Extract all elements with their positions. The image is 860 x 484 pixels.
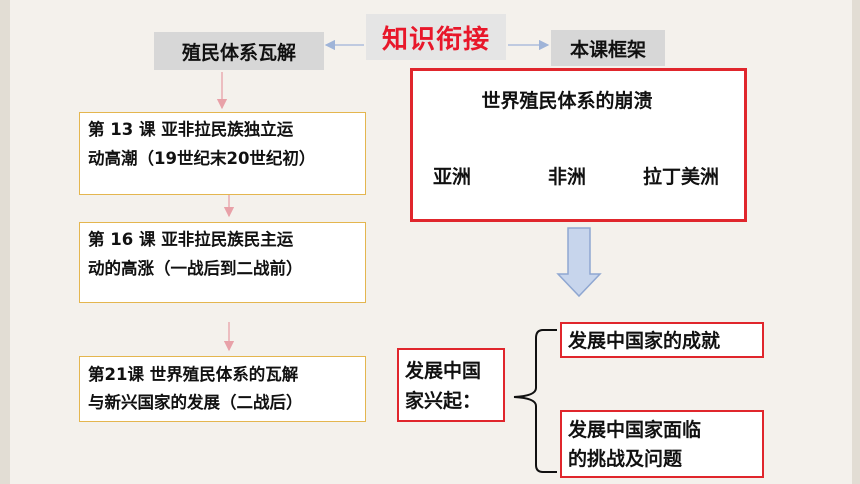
region-latin-america: 拉丁美洲 bbox=[642, 166, 719, 188]
lesson-line: 第 16 课 亚非拉民族民主运 bbox=[88, 230, 294, 249]
lesson-box-16: 第 16 课 亚非拉民族民主运 动的高涨（一战后到二战前） bbox=[79, 222, 366, 303]
lesson-box-21: 第21课 世界殖民体系的瓦解 与新兴国家的发展（二战后） bbox=[79, 356, 366, 422]
left-label: 殖民体系瓦解 bbox=[154, 32, 324, 70]
challenges-line: 的挑战及问题 bbox=[568, 448, 683, 470]
down-arrow-shape bbox=[556, 227, 602, 298]
developing-countries-rise-box: 发展中国 家兴起： bbox=[397, 348, 505, 422]
region-asia: 亚洲 bbox=[432, 166, 471, 188]
lesson-line: 与新兴国家的发展（二战后） bbox=[88, 393, 303, 412]
framework-heading: 世界殖民体系的崩溃 bbox=[481, 90, 653, 112]
challenges-box: 发展中国家面临 的挑战及问题 bbox=[560, 410, 764, 478]
slide-left-border bbox=[0, 0, 10, 484]
rise-line: 发展中国 bbox=[405, 360, 482, 382]
page-title: 知识衔接 bbox=[366, 14, 506, 60]
region-africa: 非洲 bbox=[547, 166, 586, 188]
lesson-line: 第 13 课 亚非拉民族独立运 bbox=[88, 120, 294, 139]
right-label: 本课框架 bbox=[551, 30, 665, 66]
lesson-box-13: 第 13 课 亚非拉民族独立运 动高潮（19世纪末20世纪初） bbox=[79, 112, 366, 195]
achievements-box: 发展中国家的成就 bbox=[560, 322, 764, 358]
lesson-line: 第21课 世界殖民体系的瓦解 bbox=[88, 365, 299, 384]
lesson-line: 动高潮（19世纪末20世纪初） bbox=[88, 149, 316, 168]
lesson-line: 动的高涨（一战后到二战前） bbox=[88, 259, 303, 278]
brace-shape bbox=[513, 329, 557, 473]
rise-line: 家兴起： bbox=[405, 390, 482, 412]
framework-box bbox=[410, 68, 747, 222]
challenges-line: 发展中国家面临 bbox=[568, 419, 702, 441]
slide-right-border bbox=[852, 0, 860, 484]
